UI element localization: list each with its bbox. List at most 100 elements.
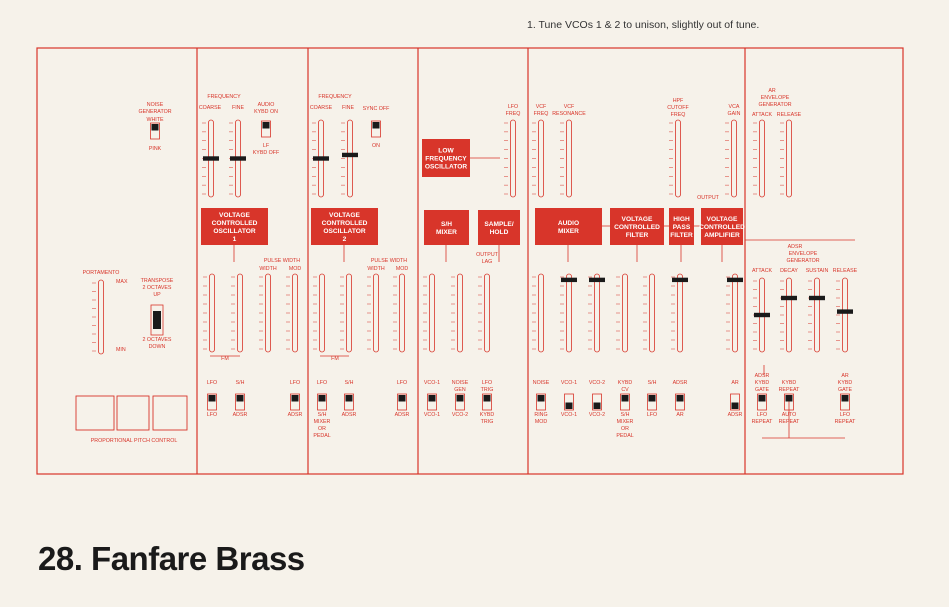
mix-noise-label: NOISE: [533, 380, 550, 386]
sh-trig-switch-lever[interactable]: [483, 395, 491, 402]
ar-env-label-2: ENVELOPE: [761, 95, 790, 101]
mix-vco2-bottom-label: VCO-2: [589, 412, 605, 418]
ppc-pad-sharp: [152, 395, 188, 431]
vca-ar-slider-cap[interactable]: [727, 277, 743, 283]
vca-ar-switch-lever[interactable]: [731, 402, 739, 410]
vco2-pwm-adsr-label: ADSR: [395, 412, 410, 418]
lfo-block-text: FREQUENCY: [425, 155, 467, 162]
vco2-fine-slider-cap[interactable]: [342, 152, 358, 158]
vco1-coarse-label: COARSE: [199, 105, 222, 111]
noise-gen-switch-lever[interactable]: [151, 124, 159, 131]
adsr-attack-slider-cap[interactable]: [754, 312, 770, 318]
hpf-block: [669, 208, 694, 245]
mix-noise-slider-slot: [538, 273, 544, 353]
vcf-adsr-switch-frame: [675, 393, 685, 411]
env-ar-gate-switch-lever[interactable]: [841, 395, 849, 402]
env-kybd-gate-label-1: KYBD: [755, 380, 770, 386]
vco2-smp-label-4: PEDAL: [313, 433, 330, 439]
sh-mixer-block-text: MIXER: [436, 229, 457, 236]
vcf-kybd-slider-slot: [622, 273, 628, 353]
output-lag-label-2: LAG: [482, 259, 493, 265]
vco2-sh-switch-lever[interactable]: [345, 395, 353, 402]
hpf-block-text: FILTER: [670, 232, 693, 239]
vcf-block-text: VOLTAGE: [622, 216, 653, 223]
vca-ar-slider-slot: [732, 273, 738, 353]
transpose-switch-frame: [150, 304, 164, 336]
vco2-block-text: 2: [343, 236, 347, 243]
vco2-fine-slider-slot: [347, 119, 353, 198]
vcf-smp-label-2: MIXER: [617, 419, 634, 425]
adsr-decay-slider-cap[interactable]: [781, 295, 797, 301]
vcf-adsr-slider-cap[interactable]: [672, 277, 688, 283]
vco2-sync-on-label: ON: [372, 143, 380, 149]
sh-vco1-switch-lever[interactable]: [428, 395, 436, 402]
portamento-label: PORTAMENTO: [83, 270, 120, 276]
vcf-sh-switch-lever[interactable]: [648, 395, 656, 402]
portamento-min-label: MIN: [116, 347, 126, 353]
sh-vco1-label: VCO-1: [424, 380, 440, 386]
mix-noise-switch-lever[interactable]: [537, 395, 545, 402]
vco1-kybd-on-label: KYBD ON: [254, 109, 278, 115]
vco1-pwm-switch-lever[interactable]: [291, 395, 299, 402]
adsr-release-slider-cap[interactable]: [837, 309, 853, 314]
vco1-lfo-bottom-label: LFO: [207, 412, 217, 418]
vco1-pwm-switch-frame: [290, 393, 300, 411]
env-kybd-gate-switch-lever[interactable]: [758, 395, 766, 402]
ar-env-label-1: AR: [768, 88, 776, 94]
vco2-sync-switch-lever[interactable]: [372, 122, 380, 129]
mix-vco2-switch-lever[interactable]: [593, 402, 601, 410]
vco2-block-text: VOLTAGE: [329, 212, 360, 219]
vco1-sh-switch-frame: [235, 393, 245, 411]
sh-vco1-slider-slot: [429, 273, 435, 353]
mix-ring-mod-label: MOD: [535, 419, 548, 425]
adsr-sustain-label: SUSTAIN: [806, 268, 829, 274]
sample-hold-block: [478, 210, 520, 245]
ar-env-label-3: GENERATOR: [758, 102, 791, 108]
vco1-fine-slider-cap[interactable]: [230, 156, 246, 161]
mix-vco2-slider-cap[interactable]: [589, 277, 605, 283]
mix-vco1-switch-lever[interactable]: [565, 402, 573, 410]
vco2-fm-sh-slider-slot: [346, 273, 352, 353]
vco1-coarse-slider-cap[interactable]: [203, 156, 219, 161]
vco2-smp-label-1: S/H: [318, 412, 327, 418]
mix-vco1-bottom-label: VCO-1: [561, 412, 577, 418]
vco1-audio-switch-frame: [261, 120, 271, 138]
adsr-release-label: RELEASE: [833, 268, 858, 274]
lfo-freq-slider-slot: [510, 119, 516, 198]
vcf-kybd-switch-lever[interactable]: [621, 395, 629, 402]
transpose-label: TRANSPOSE: [141, 278, 174, 284]
env-kybd-repeat-switch-lever[interactable]: [785, 395, 793, 402]
sh-noise-switch-lever[interactable]: [456, 395, 464, 402]
vco2-lfo-switch-frame: [317, 393, 327, 411]
vcf-adsr-slider-slot: [677, 273, 683, 353]
vco2-lfo-switch-lever[interactable]: [318, 395, 326, 402]
vco2-coarse-slider-cap[interactable]: [313, 156, 329, 161]
adsr-release-slider-slot: [842, 277, 848, 353]
vco2-sh-switch-frame: [344, 393, 354, 411]
vcf-block-text: FILTER: [626, 232, 649, 239]
lfo-freq-label-1: LFO: [508, 104, 518, 110]
adsr-sustain-slider-cap[interactable]: [809, 295, 825, 301]
vco1-fm-sh-slider-slot: [237, 273, 243, 353]
vco2-width-slider-slot: [373, 273, 379, 353]
vco2-pulse-width-label: PULSE WIDTH: [371, 258, 407, 264]
vcf-adsr-switch-lever[interactable]: [676, 395, 684, 402]
mix-vco2-switch-frame: [592, 393, 602, 411]
transpose-switch-lever[interactable]: [153, 311, 161, 329]
vco1-block-text: 1: [233, 236, 237, 243]
vco2-pwm-switch-lever[interactable]: [398, 395, 406, 402]
env-ar-lfo-repeat-label-1: LFO: [840, 412, 850, 418]
vco1-fm-label: FM: [221, 356, 229, 362]
mix-vco1-slider-cap[interactable]: [561, 277, 577, 283]
env-kybd-gate-switch-frame: [757, 393, 767, 411]
vcf-kybd-switch-frame: [620, 393, 630, 411]
env-auto-repeat-label-2: REPEAT: [779, 419, 801, 425]
vco1-block-text: VOLTAGE: [219, 212, 250, 219]
vco2-fm-lfo-slider-slot: [319, 273, 325, 353]
vco1-lfo-switch-lever[interactable]: [208, 395, 216, 402]
noise-gen-label-1: NOISE: [147, 102, 164, 108]
vco1-sh-switch-lever[interactable]: [236, 395, 244, 402]
vco1-audio-label: AUDIO: [258, 102, 275, 108]
vco1-audio-switch-lever[interactable]: [262, 122, 270, 129]
noise-gen-label-2: GENERATOR: [138, 109, 171, 115]
